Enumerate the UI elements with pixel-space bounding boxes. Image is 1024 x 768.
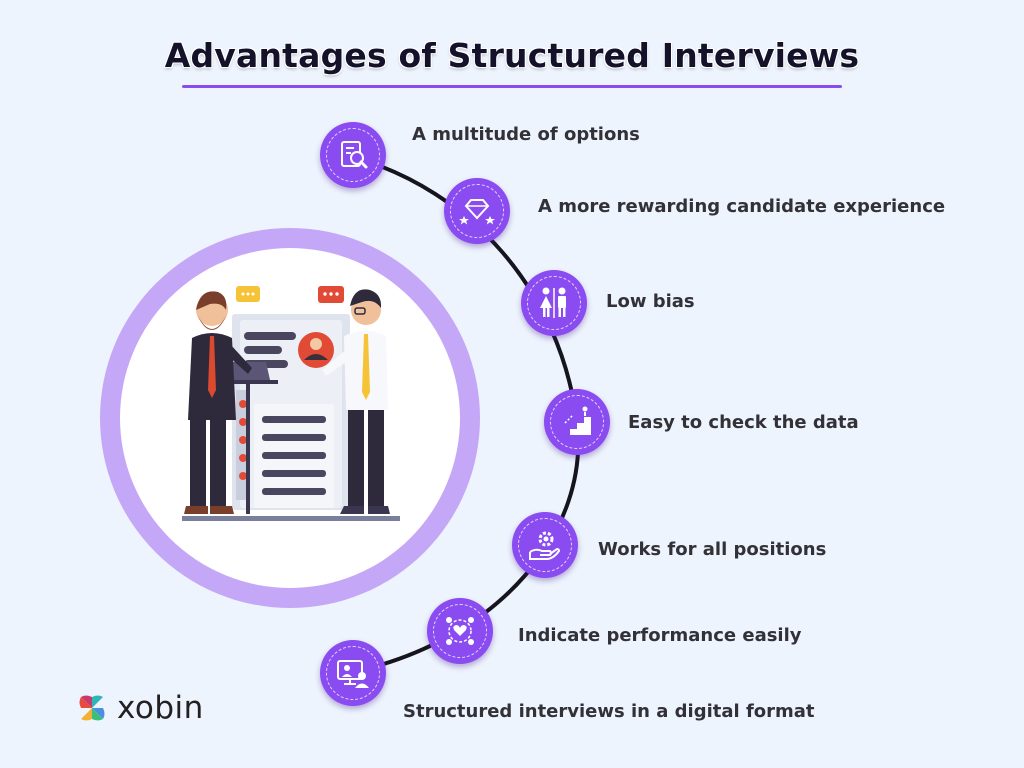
male-female-icon (540, 287, 566, 318)
performance-heart-icon (446, 617, 474, 645)
page-title: Advantages of Structured Interviews (164, 36, 860, 75)
xobin-logo: xobin (77, 690, 204, 726)
step-icon-all-positions (512, 512, 578, 578)
step-label: Low bias (606, 291, 695, 312)
step-icon-multitude-of-options (320, 122, 386, 188)
step-label: Indicate performance easily (518, 625, 802, 646)
two-men-interview-illustration (182, 286, 400, 521)
step-label: Easy to check the data (628, 412, 859, 433)
logo-text: xobin (117, 690, 204, 726)
step-icon-indicate-performance (427, 598, 493, 664)
search-document-icon (341, 141, 368, 169)
video-interview-icon (337, 660, 369, 688)
xobin-logo-icon (79, 695, 105, 721)
step-label: Structured interviews in a digital forma… (403, 701, 815, 722)
step-icon-low-bias (521, 270, 587, 336)
step-icon-candidate-experience (444, 178, 510, 244)
step-icon-digital-format (320, 640, 386, 706)
diamond-stars-icon (459, 199, 495, 225)
title-underline (182, 85, 842, 88)
step-label: A more rewarding candidate experience (538, 196, 946, 217)
step-icon-check-data (544, 389, 610, 455)
step-label: A multitude of options (412, 124, 640, 145)
growth-stairs-icon (563, 406, 591, 435)
step-label: Works for all positions (598, 539, 827, 560)
hand-gear-icon (529, 531, 561, 560)
